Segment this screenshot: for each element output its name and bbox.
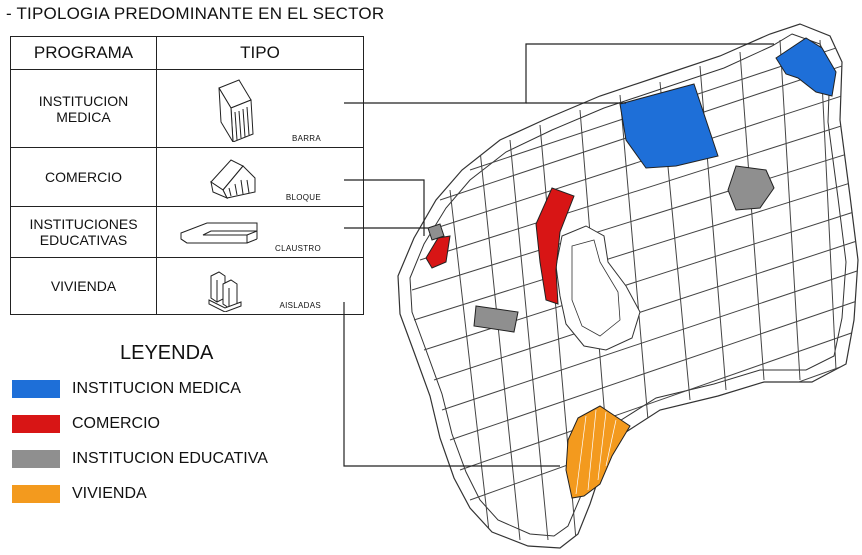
programa-label: COMERCIO <box>45 169 122 185</box>
vivienda-parcels <box>575 409 617 495</box>
programa-label: EDUCATIVAS <box>39 232 128 248</box>
programa-label: VIVIENDA <box>50 278 117 294</box>
column-header-programa: PROGRAMA <box>10 36 157 70</box>
page-title: - TIPOLOGIA PREDOMINANTE EN EL SECTOR <box>6 4 385 23</box>
tipo-cell: CLAUSTRO <box>156 206 364 258</box>
legend-swatch <box>12 485 60 503</box>
legend-label: COMERCIO <box>72 415 160 432</box>
table-row: VIVIENDA AISLADAS <box>10 257 364 315</box>
legend-label: VIVIENDA <box>72 485 147 502</box>
zone-comercio <box>535 187 575 305</box>
tipo-cell: BLOQUE <box>156 147 364 207</box>
zone-institucion-medica <box>619 83 719 169</box>
tipo-cell: AISLADAS <box>156 257 364 315</box>
programa-cell: VIVIENDA <box>10 257 157 315</box>
programa-label: INSTITUCION <box>38 92 129 109</box>
legend-swatch <box>12 415 60 433</box>
sector-inner-road <box>409 33 847 537</box>
zone-institucion-educativa <box>727 165 775 211</box>
zone-vivienda <box>565 405 631 499</box>
programa-cell: INSTITUCIONES EDUCATIVAS <box>10 206 157 258</box>
sector-outline <box>397 23 859 549</box>
legend-swatch <box>12 450 60 468</box>
zone-institucion-educativa <box>427 223 445 241</box>
legend-title: LEYENDA <box>120 342 214 364</box>
leader-lines <box>343 43 774 467</box>
claustro-building-icon <box>180 222 258 244</box>
aisladas-building-icon <box>208 271 242 312</box>
column-header-tipo: TIPO <box>156 36 364 70</box>
zone-institucion-medica <box>775 37 837 97</box>
tipo-label: BLOQUE <box>285 193 321 202</box>
table-row: INSTITUCION MEDICA BARRA <box>10 69 364 148</box>
park-area <box>555 225 641 351</box>
legend-swatch <box>12 380 60 398</box>
programa-cell: INSTITUCION MEDICA <box>10 69 157 148</box>
tipo-label: CLAUSTRO <box>275 244 321 253</box>
park-path <box>571 239 621 337</box>
barra-building-icon <box>218 79 254 142</box>
tipo-label: AISLADAS <box>279 301 321 310</box>
table-header-row: PROGRAMA TIPO <box>10 36 364 70</box>
tipo-cell: BARRA <box>156 69 364 148</box>
zone-institucion-educativa <box>473 305 519 333</box>
bloque-building-icon <box>210 159 256 199</box>
programa-label: MEDICA <box>56 108 111 125</box>
zone-comercio <box>425 235 451 269</box>
typology-table: PROGRAMA TIPO INSTITUCION MEDICA BARRA C… <box>10 36 364 315</box>
legend-label: INSTITUCION MEDICA <box>72 380 241 397</box>
programa-label: INSTITUCIONES <box>29 216 138 232</box>
legend-label: INSTITUCION EDUCATIVA <box>72 450 268 467</box>
table-row: INSTITUCIONES EDUCATIVAS CLAUSTRO <box>10 206 364 258</box>
tipo-label: BARRA <box>291 134 321 143</box>
